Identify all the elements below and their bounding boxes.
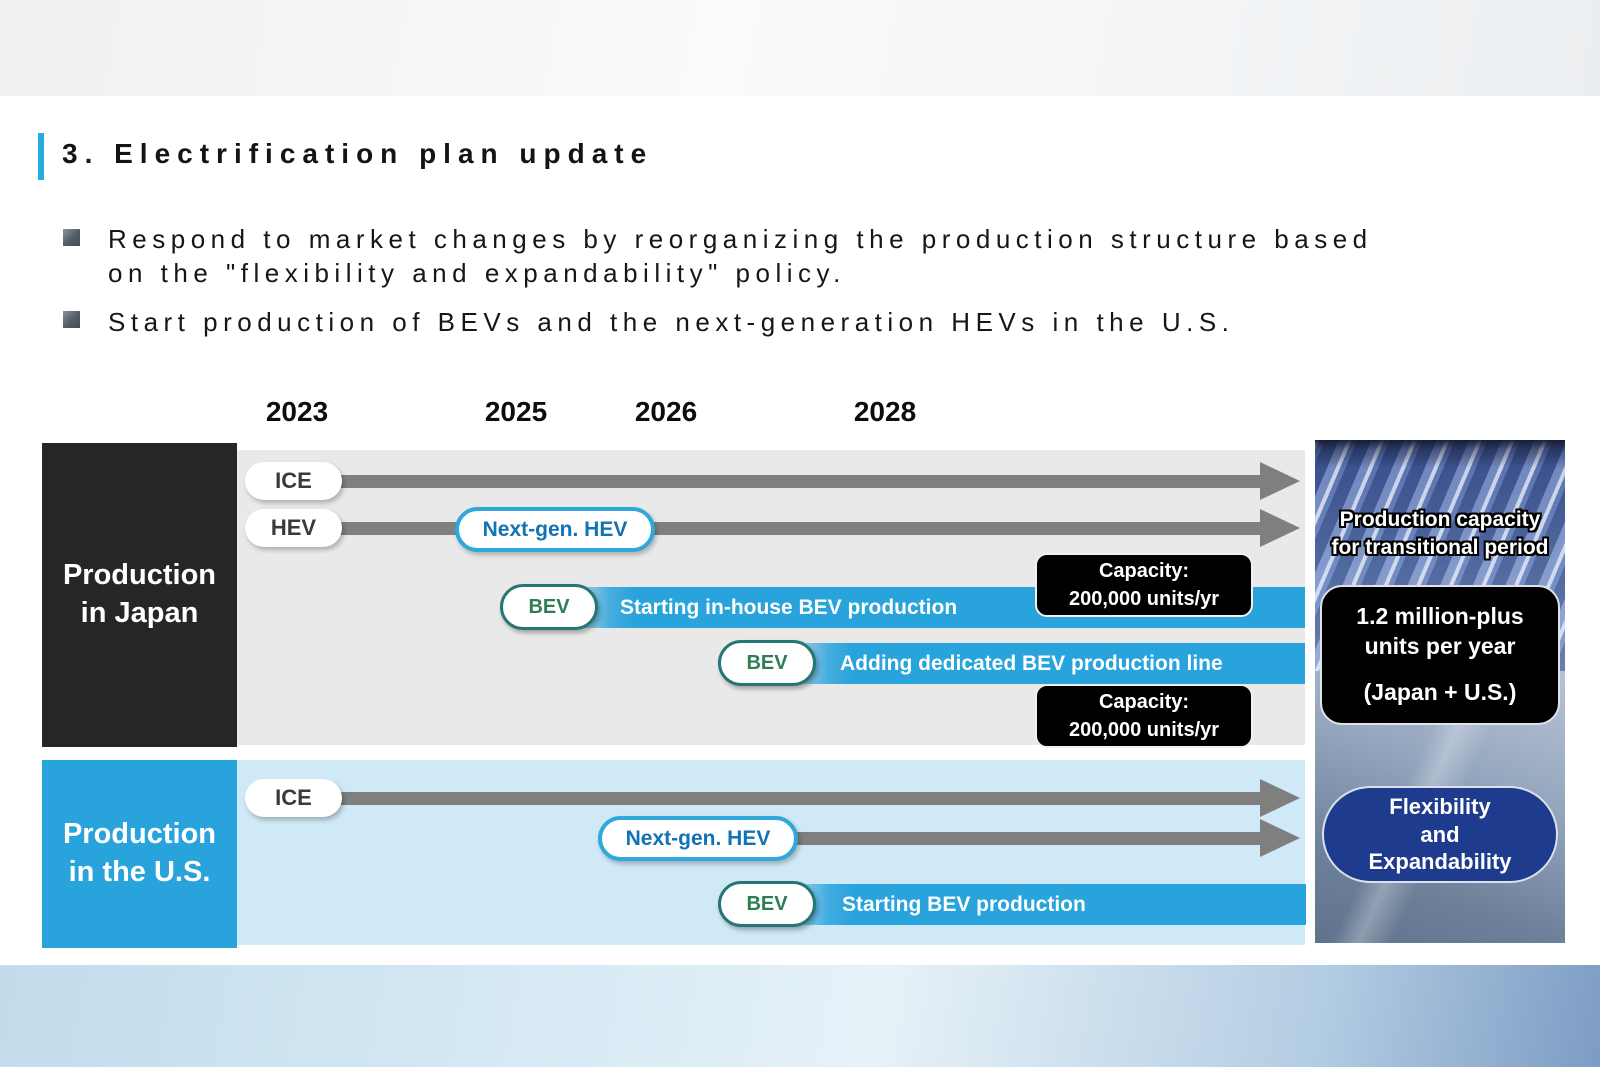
top-gradient-band — [0, 0, 1600, 96]
bullet-marker-icon — [63, 229, 80, 246]
bullet-marker-icon — [63, 311, 80, 328]
us-section-label-text: Production in the U.S. — [62, 818, 217, 888]
japan-bev-pill: BEV — [718, 640, 816, 686]
title-accent-bar — [38, 133, 44, 180]
capacity-badge: Capacity: 200,000 units/yr — [1035, 553, 1253, 617]
us-bev-pill: BEV — [718, 881, 816, 927]
year-label-2028: 2028 — [853, 396, 917, 427]
japan-ice-pill: ICE — [245, 462, 342, 500]
japan-ice-arrow — [330, 475, 1262, 488]
slide-title: 3. Electrification plan update — [62, 138, 654, 169]
bottom-gradient-band — [0, 965, 1600, 1067]
us-bev-bar: Starting BEV production — [776, 884, 1306, 925]
us-next-gen-hev-pill: Next-gen. HEV — [598, 816, 798, 861]
us-ice-pill: ICE — [245, 779, 342, 817]
year-label-2025: 2025 — [484, 396, 548, 427]
total-capacity-value: 1.2 million-plus units per year — [1356, 603, 1524, 660]
japan-bev-dedicated-bar: Adding dedicated BEV production line — [776, 643, 1305, 684]
japan-bev-pill: BEV — [500, 584, 598, 630]
total-capacity-scope: (Japan + U.S.) — [1363, 678, 1517, 705]
year-label-2026: 2026 — [634, 396, 698, 427]
japan-hev-arrow-head-icon — [1260, 509, 1300, 547]
us-hev-arrow — [790, 832, 1262, 845]
japan-hev-pill: HEV — [245, 509, 342, 547]
japan-ice-arrow-head-icon — [1260, 462, 1300, 500]
bullet-text: Start production of BEVs and the next-ge… — [108, 307, 1235, 337]
photo-caption: Production capacity for transitional per… — [1331, 508, 1549, 560]
us-ice-arrow-head-icon — [1260, 779, 1300, 817]
year-label-2023: 2023 — [265, 396, 329, 427]
policy-pill-text: Flexibility and Expandability — [1368, 794, 1512, 875]
capacity-badge: Capacity: 200,000 units/yr — [1035, 684, 1253, 748]
bullet-text: Respond to market changes by reorganizin… — [108, 224, 1373, 288]
japan-section-label: Production in Japan — [42, 443, 237, 747]
us-ice-arrow — [330, 792, 1262, 805]
total-capacity-badge: 1.2 million-plus units per year (Japan +… — [1320, 585, 1560, 725]
us-hev-arrow-head-icon — [1260, 819, 1300, 857]
japan-section-label-text: Production in Japan — [62, 559, 217, 629]
policy-pill: Flexibility and Expandability — [1322, 786, 1558, 883]
us-section-label: Production in the U.S. — [42, 760, 237, 948]
japan-next-gen-hev-pill: Next-gen. HEV — [455, 507, 655, 552]
